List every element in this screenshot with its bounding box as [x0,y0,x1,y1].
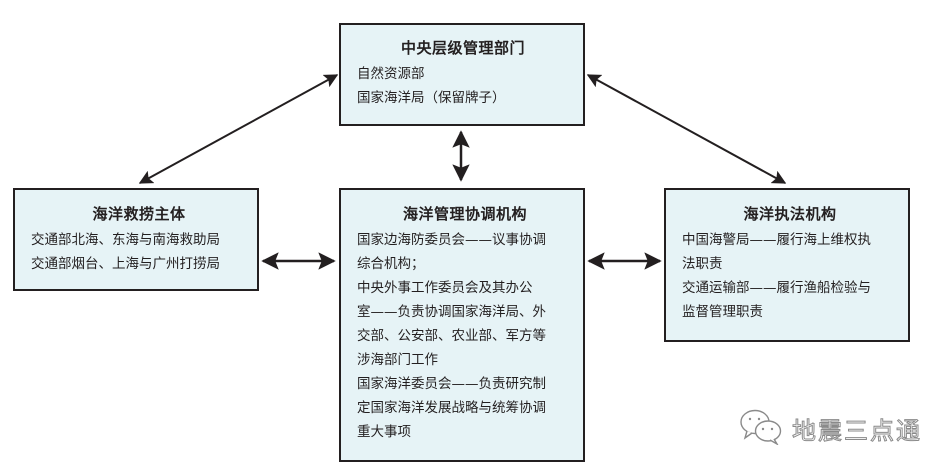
box-central-management: 中央层级管理部门 自然资源部 国家海洋局（保留牌子） [339,23,585,126]
box-line: 涉海部门工作 [357,352,438,368]
watermark-text: 地震三点通 [792,416,922,445]
box-line: 定国家海洋发展战略与统筹协调 [357,400,546,416]
box-line: 监督管理职责 [682,304,763,320]
box-line: 国家海洋委员会——负责研究制 [357,376,546,392]
box-rescue-salvage: 海洋救捞主体 交通部北海、东海与南海救助局 交通部烟台、上海与广州打捞局 [13,188,259,291]
box-title: 海洋执法机构 [743,205,837,223]
box-law-enforcement: 海洋执法机构 中国海警局——履行海上维权执 法职责 交通运输部——履行渔船检验与… [664,188,910,342]
arrow-top-right [586,74,787,184]
box-line: 中国海警局——履行海上维权执 [682,232,871,248]
box-line: 交通运输部——履行渔船检验与 [682,280,871,296]
box-line: 室——负责协调国家海洋局、外 [357,304,546,320]
box-coordination-agencies: 海洋管理协调机构 国家边海防委员会——议事协调 综合机构； 中央外事工作委员会及… [339,188,585,462]
box-line: 交通部北海、东海与南海救助局 [31,232,220,248]
box-line: 国家海洋局（保留牌子） [357,90,506,106]
box-line: 交通部烟台、上海与广州打捞局 [31,256,220,272]
box-title: 海洋救捞主体 [92,205,186,223]
box-line: 法职责 [682,256,723,272]
box-line: 综合机构； [357,256,425,272]
box-line: 自然资源部 [357,66,425,82]
box-line: 中央外事工作委员会及其办公 [357,280,533,296]
wechat-icon [738,407,784,449]
box-line: 重大事项 [357,424,411,440]
arrow-top-left [138,74,339,184]
watermark: 地震三点通 [738,408,922,448]
box-line: 国家边海防委员会——议事协调 [357,232,546,248]
box-title: 中央层级管理部门 [400,39,525,57]
box-title: 海洋管理协调机构 [402,205,527,223]
box-line: 交部、公安部、农业部、军方等 [357,328,546,344]
